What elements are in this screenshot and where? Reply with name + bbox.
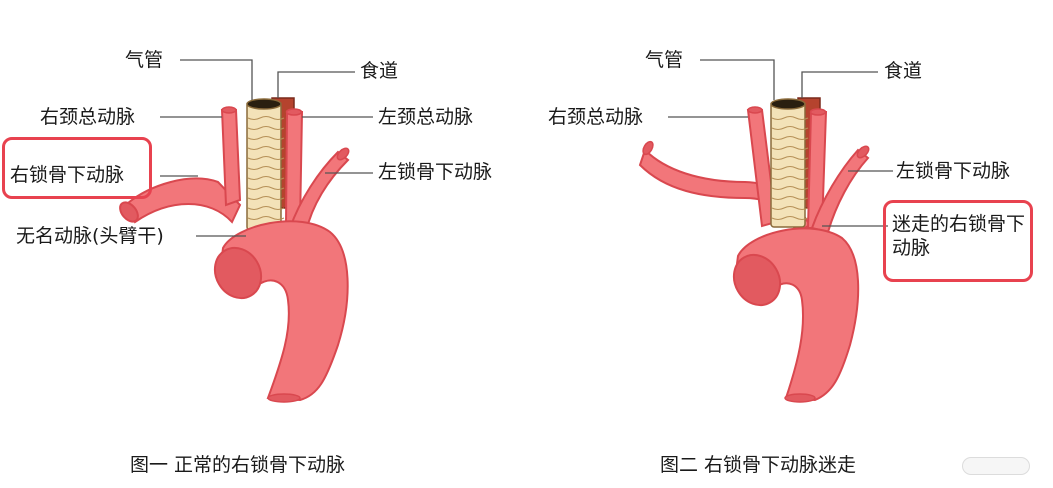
fig2-label-esophagus: 食道 — [884, 60, 923, 82]
watermark-badge — [962, 457, 1030, 475]
fig1-label-left-common-carotid: 左颈总动脉 — [378, 106, 474, 128]
fig1-label-trachea: 气管 — [125, 49, 164, 71]
fig1-leader-lines — [160, 59, 373, 237]
fig1-label-right-subclavian: 右锁骨下动脉 — [10, 164, 125, 186]
fig2-trachea — [770, 98, 809, 228]
figure-2-artwork — [638, 59, 893, 403]
fig1-aortic-arch — [213, 220, 349, 403]
fig2-label-trachea: 气管 — [645, 49, 684, 71]
fig1-label-brachiocephalic: 无名动脉(头臂干) — [16, 225, 164, 247]
fig2-label-right-common-carotid: 右颈总动脉 — [548, 106, 644, 128]
fig2-label-left-subclavian: 左锁骨下动脉 — [896, 160, 1011, 182]
fig1-right-common-carotid — [220, 106, 242, 207]
fig1-label-left-subclavian: 左锁骨下动脉 — [378, 161, 493, 183]
fig2-label-aberrant-right-subclavian: 迷走的右锁骨下动脉 — [892, 213, 1026, 259]
fig2-highlight-box — [883, 200, 1033, 282]
fig1-label-esophagus: 食道 — [360, 60, 399, 82]
fig1-left-subclavian-artery — [288, 147, 350, 234]
fig1-label-right-common-carotid: 右颈总动脉 — [40, 106, 136, 128]
figure-1-artwork — [119, 59, 373, 403]
figure-1-caption: 图一 正常的右锁骨下动脉 — [130, 454, 346, 476]
fig2-leader-lines — [668, 59, 893, 227]
fig1-highlight-box — [2, 137, 152, 199]
fig1-trachea — [246, 98, 285, 231]
fig2-aortic-arch — [732, 227, 860, 403]
figure-2-caption: 图二 右锁骨下动脉迷走 — [660, 454, 857, 476]
fig1-right-subclavian-artery — [119, 177, 242, 224]
